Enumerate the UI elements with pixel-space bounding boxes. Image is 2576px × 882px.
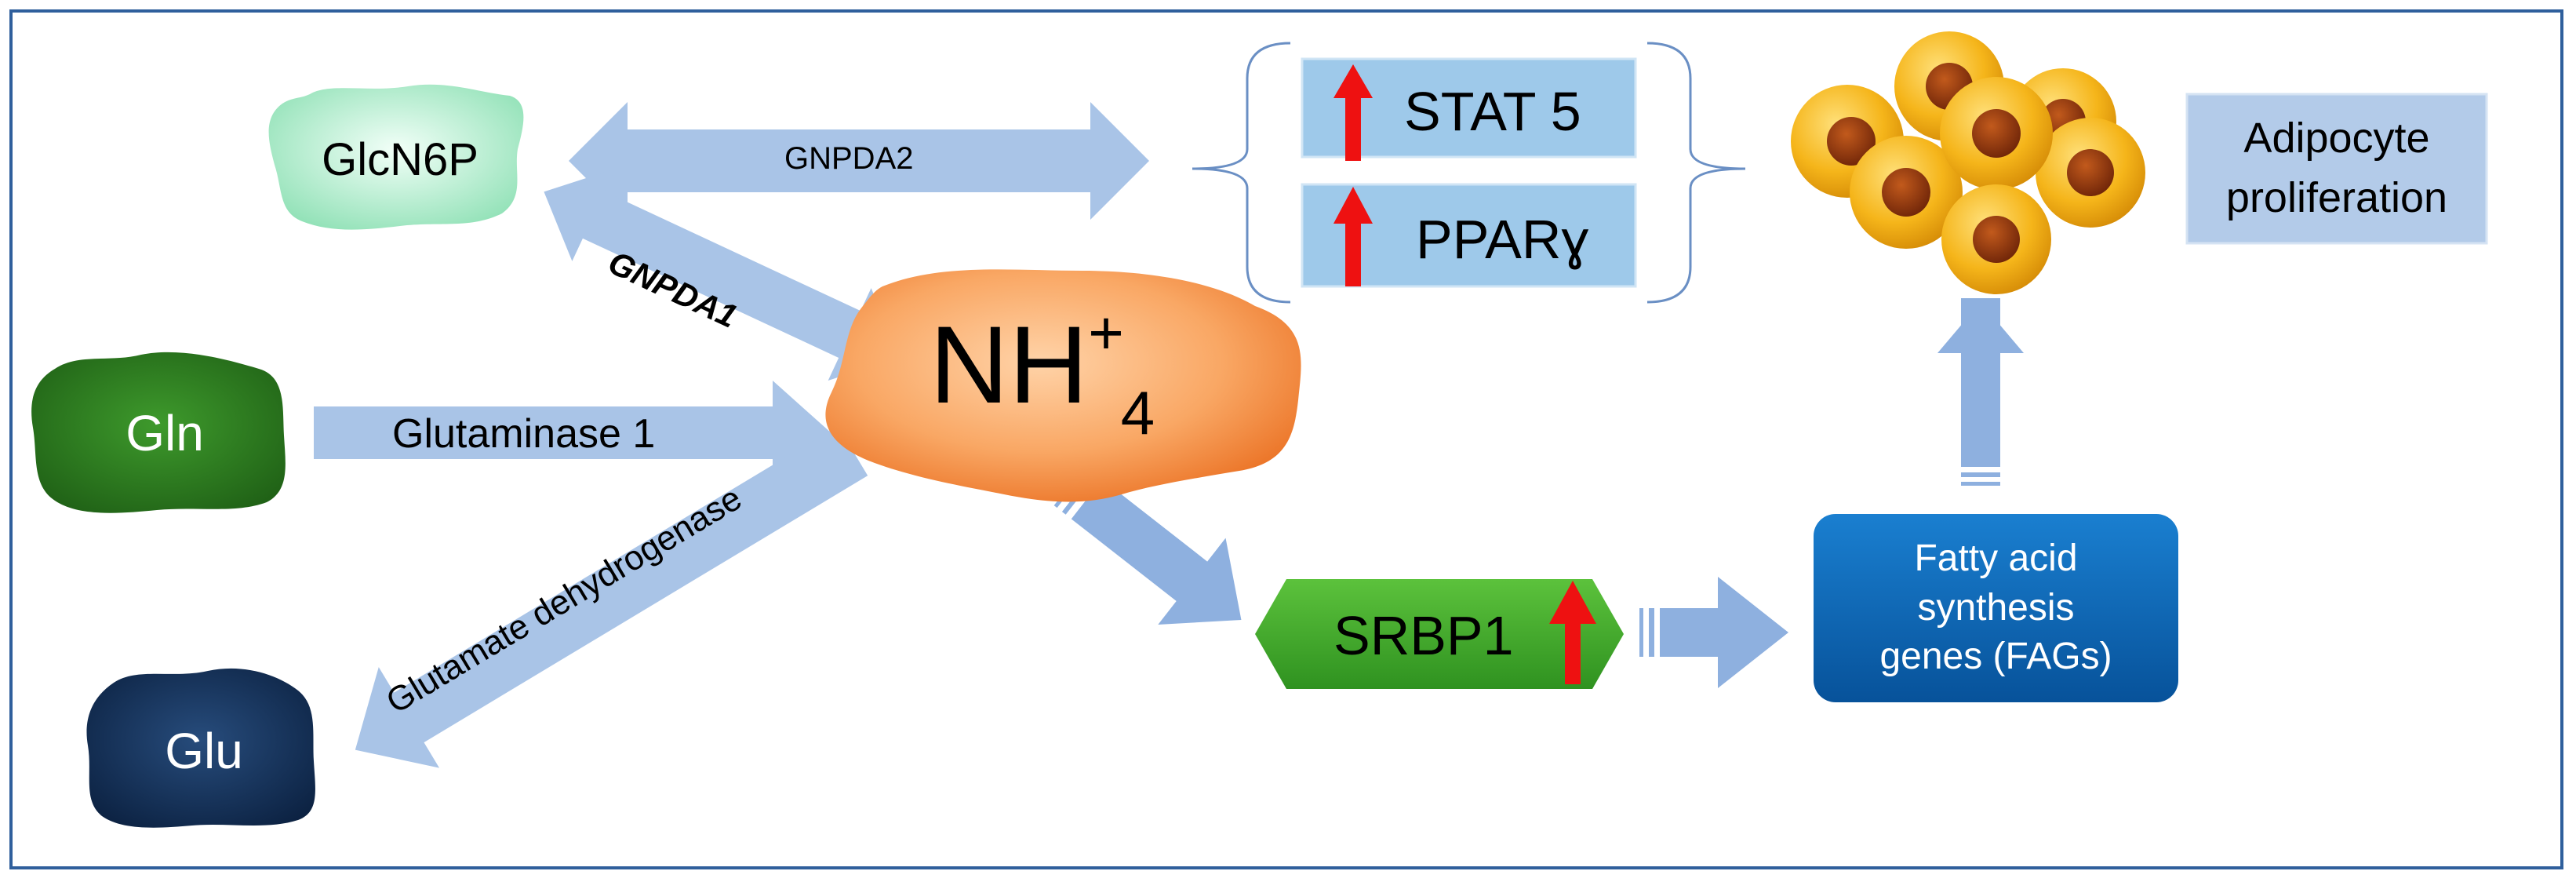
- glu-label: Glu: [165, 723, 243, 779]
- glu-blob: [86, 668, 315, 828]
- adipocyte-cell-4: [2036, 118, 2145, 228]
- srbp1-hexagon: [1255, 579, 1624, 689]
- adipocyte-cell-6: [1940, 77, 2053, 190]
- fags-label: Fatty acid synthesis genes (FAGs): [1814, 514, 2178, 702]
- adipocyte-box: [2185, 93, 2488, 245]
- glcn6p-label: GlcN6P: [322, 134, 478, 185]
- glutaminase-arrow: [314, 381, 831, 485]
- srbp1-up-arrow-icon: [1549, 581, 1596, 684]
- ppar-label: PPARɣ: [1416, 209, 1589, 270]
- fags-line-3: genes (FAGs): [1879, 636, 2112, 678]
- gdh-arrow: [355, 425, 868, 768]
- gnpda2-label: GNPDA2: [784, 141, 914, 176]
- adipocyte-cell-5: [1850, 136, 1963, 249]
- nh4-base: NH: [930, 303, 1089, 426]
- adipocyte-line-1: Adipocyte: [2243, 115, 2430, 162]
- srbp1-label: SRBP1: [1333, 605, 1514, 666]
- nh4-to-srbp1-arrow: [1071, 479, 1242, 625]
- nh4-label: NH+4: [930, 302, 1158, 443]
- gnpda2-double-arrow: [569, 102, 1149, 220]
- adipocyte-label: Adipocyte proliferation: [2187, 94, 2487, 243]
- adipocyte-cell-7: [1941, 184, 2051, 294]
- nh4-charge: +: [1088, 298, 1124, 367]
- diagram-frame: [9, 9, 2563, 869]
- ppar-up-arrow-icon: [1333, 187, 1373, 286]
- right-brace: [1646, 42, 1746, 304]
- adipocyte-line-2: proliferation: [2225, 174, 2448, 221]
- fags-box: [1814, 514, 2178, 702]
- left-brace: [1192, 42, 1291, 304]
- nh4-blob: [825, 269, 1301, 502]
- stat5-up-arrow-icon: [1333, 64, 1373, 161]
- stat5-label: STAT 5: [1404, 81, 1581, 142]
- fags-line-1: Fatty acid: [1914, 538, 2078, 580]
- glutaminase-label: Glutaminase 1: [392, 411, 656, 457]
- gnpda1-double-arrow: [544, 169, 900, 381]
- glcn6p-blob: [268, 84, 524, 230]
- adipocyte-cells: [1791, 31, 2145, 294]
- gln-blob: [31, 352, 286, 513]
- fags-to-adipocyte-arrow: [1937, 298, 2024, 486]
- srbp1-to-fags-arrow: [1639, 577, 1788, 688]
- fags-line-2: synthesis: [1917, 586, 2075, 629]
- gln-label: Gln: [126, 405, 204, 461]
- nh4-subscript: 4: [1120, 378, 1155, 447]
